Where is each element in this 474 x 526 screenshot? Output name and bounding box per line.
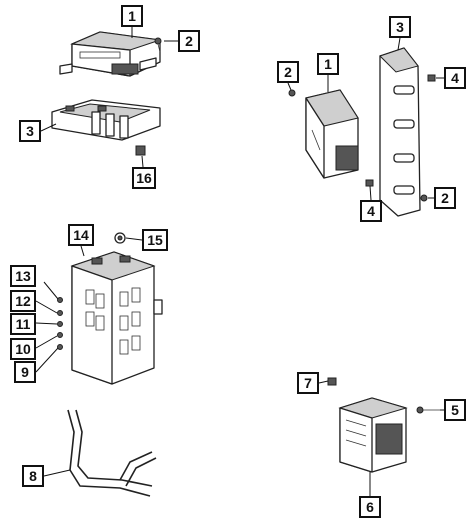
bracket-top-right: [379, 47, 421, 217]
callout-5[interactable]: 5: [444, 399, 466, 421]
fasteners-top-right: [288, 74, 436, 202]
module-bottom-right: [338, 397, 408, 473]
clip-16: [135, 145, 146, 156]
screw-top-left: [154, 37, 162, 53]
callout-16[interactable]: 16: [132, 167, 156, 189]
module-top-right: [305, 89, 359, 179]
fuse-box: [70, 251, 163, 385]
callout-9[interactable]: 9: [14, 361, 36, 383]
callout-6[interactable]: 6: [359, 496, 381, 518]
callout-8[interactable]: 8: [22, 465, 44, 487]
module-top-left: [59, 31, 161, 77]
callout-15[interactable]: 15: [142, 229, 168, 251]
callout-2-top-right-b[interactable]: 2: [434, 187, 456, 209]
callout-11[interactable]: 11: [10, 313, 36, 335]
screw-5: [416, 406, 440, 414]
callout-2-top-left[interactable]: 2: [178, 30, 200, 52]
callout-1-top-right[interactable]: 1: [317, 53, 339, 75]
small-fasteners: [57, 297, 63, 350]
callout-13[interactable]: 13: [10, 265, 36, 287]
callout-10[interactable]: 10: [10, 338, 36, 360]
bracket-top-left: [51, 99, 161, 141]
callout-14[interactable]: 14: [68, 224, 94, 246]
callout-4-top-right-b[interactable]: 4: [360, 200, 382, 222]
nut-7: [327, 377, 337, 386]
callout-4-top-right-a[interactable]: 4: [444, 67, 466, 89]
nut-15: [114, 232, 126, 244]
callout-7[interactable]: 7: [297, 372, 319, 394]
callout-12[interactable]: 12: [10, 290, 36, 312]
leader-lines: [35, 27, 444, 496]
callout-3-top-right[interactable]: 3: [389, 16, 411, 38]
callout-2-top-right-a[interactable]: 2: [277, 61, 299, 83]
callout-3-top-left[interactable]: 3: [19, 120, 41, 142]
bracket-8: [67, 409, 157, 497]
callout-1-top-left[interactable]: 1: [121, 5, 143, 27]
